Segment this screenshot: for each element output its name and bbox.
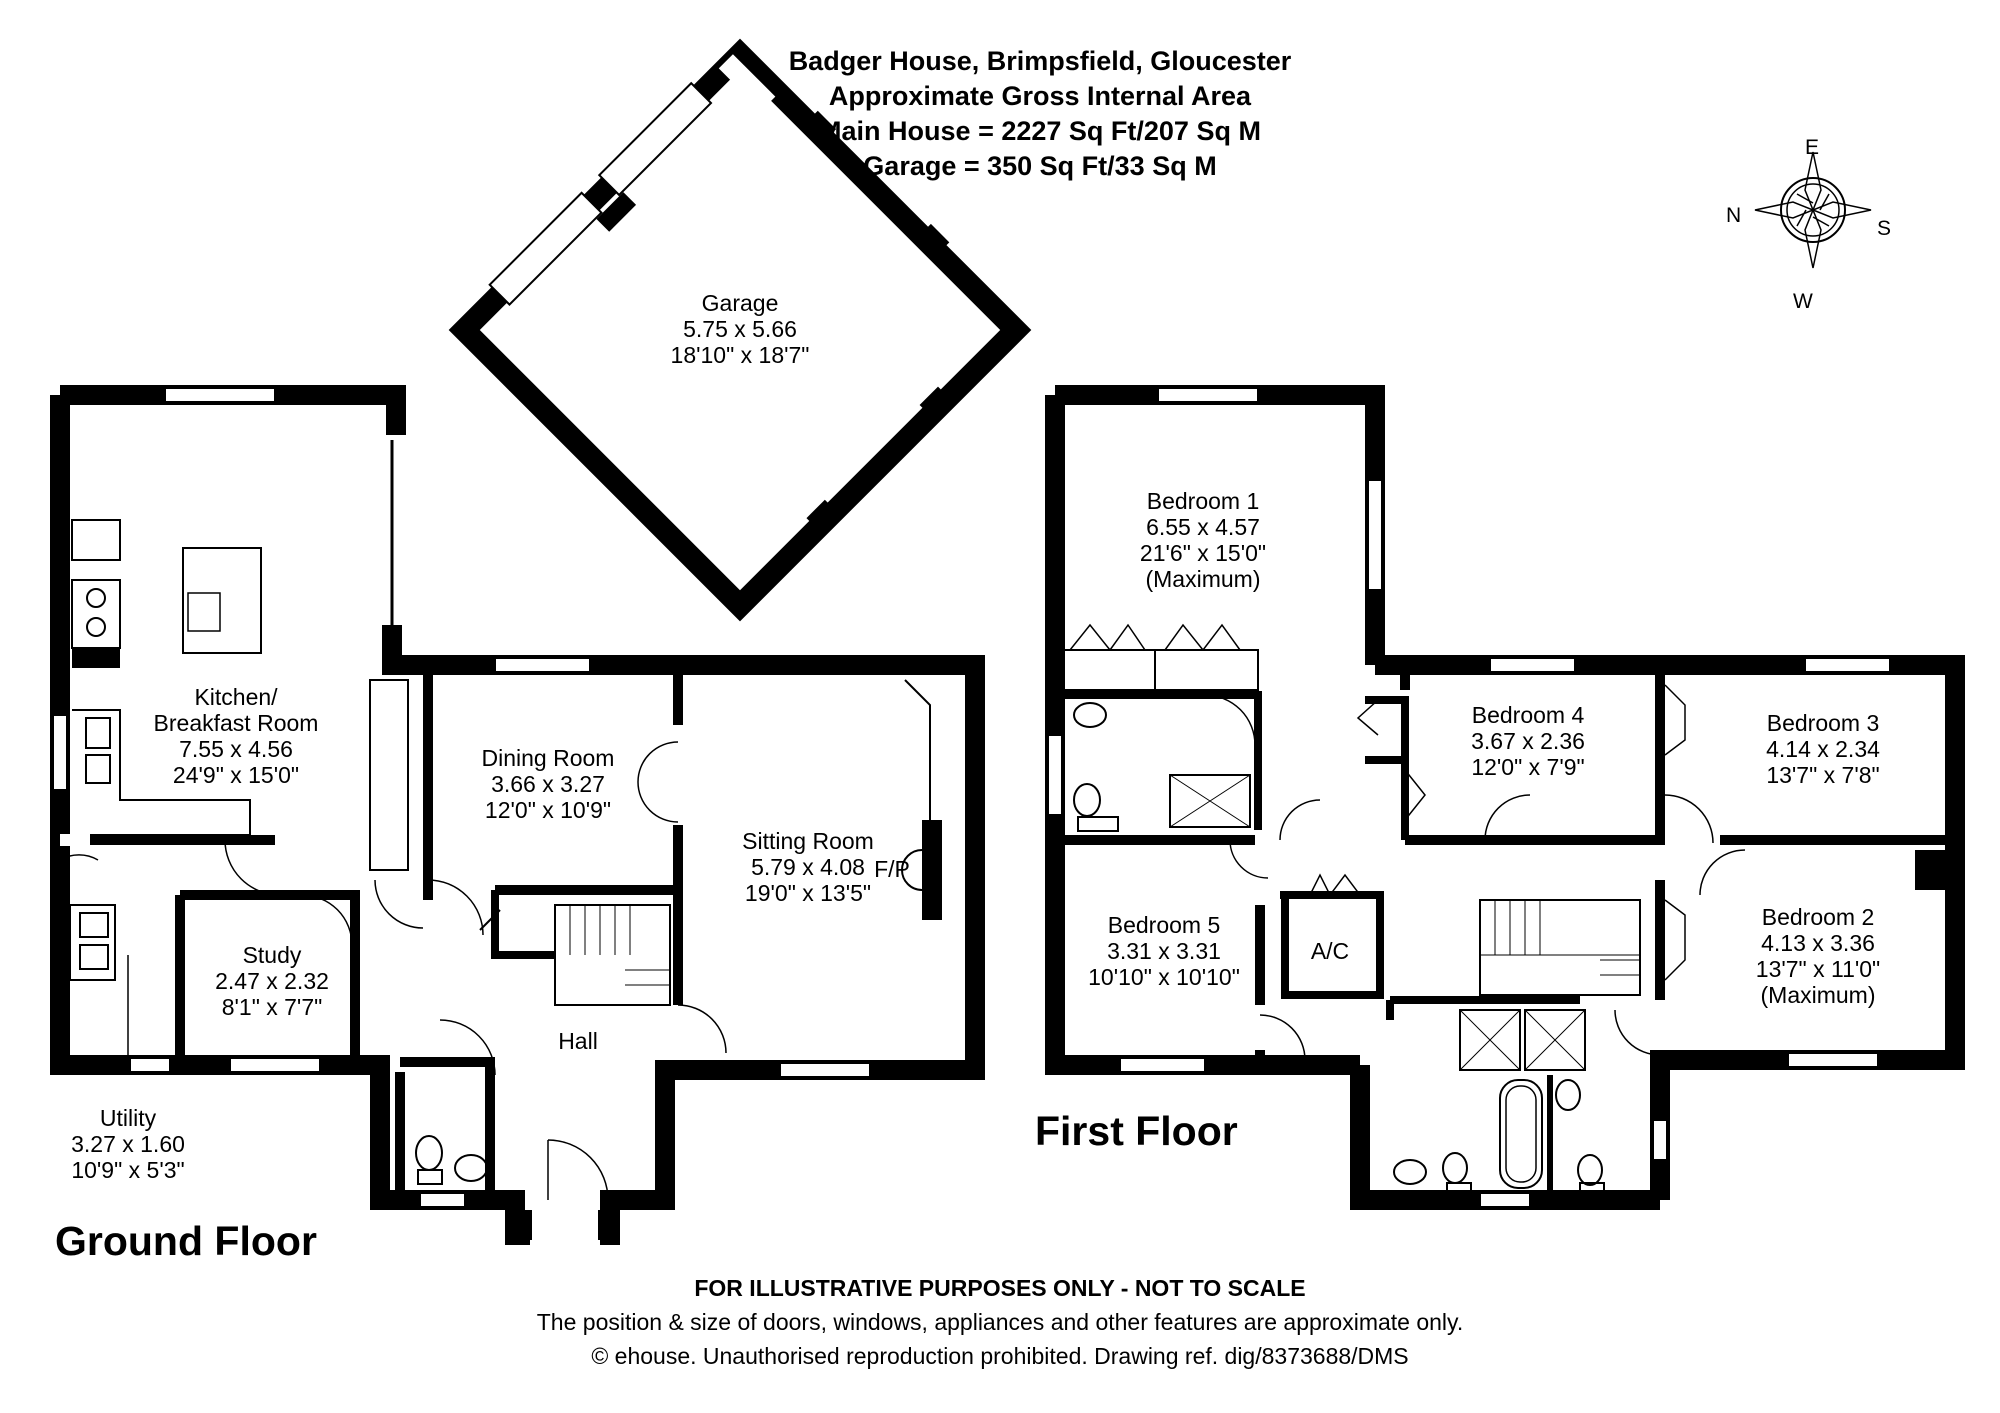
main-house-area: Main House = 2227 Sq Ft/207 Sq M	[819, 116, 1261, 146]
copyright-text: © ehouse. Unauthorised reproduction proh…	[591, 1343, 1409, 1369]
room-label-bedroom-5: Bedroom 5 3.31 x 3.31 10'10" x 10'10"	[1088, 912, 1240, 990]
room-label-bedroom-2: Bedroom 2 4.13 x 3.36 13'7" x 11'0" (Max…	[1755, 904, 1881, 1008]
room-label-bedroom-1: Bedroom 1 6.55 x 4.57 21'6" x 15'0" (Max…	[1139, 488, 1267, 592]
plan-subtitle: Approximate Gross Internal Area	[828, 81, 1252, 111]
room-label-dining: Dining Room 3.66 x 3.27 12'0" x 10'9"	[481, 745, 615, 823]
garage-area: Garage = 350 Sq Ft/33 Sq M	[863, 151, 1217, 181]
compass-icon	[1754, 151, 1872, 269]
ground-floor-title: Ground Floor	[55, 1218, 317, 1264]
room-label-hall: Hall	[558, 1028, 598, 1054]
fireplace-label: F/P	[874, 856, 910, 882]
room-label-garage: Garage 5.75 x 5.66 18'10" x 18'7"	[670, 290, 810, 368]
room-label-sitting: Sitting Room 5.79 x 4.08 19'0" x 13'5"	[742, 828, 874, 906]
disclaimer-text: FOR ILLUSTRATIVE PURPOSES ONLY - NOT TO …	[694, 1275, 1306, 1301]
compass-south-label: S	[1877, 217, 1892, 240]
room-label-utility: Utility 3.27 x 1.60 10'9" x 5'3"	[71, 1105, 185, 1183]
first-floor-title: First Floor	[1035, 1108, 1238, 1154]
room-label-bedroom-3: Bedroom 3 4.14 x 2.34 13'7" x 7'8"	[1766, 710, 1880, 788]
compass-east-label: E	[1805, 136, 1820, 159]
room-label-study: Study 2.47 x 2.32 8'1" x 7'7"	[215, 942, 329, 1020]
first-floor-plan	[1045, 385, 1965, 1210]
compass-west-label: W	[1793, 290, 1813, 313]
garage-plan	[448, 38, 1032, 622]
approximation-note: The position & size of doors, windows, a…	[536, 1309, 1464, 1335]
plan-title: Badger House, Brimpsfield, Gloucester	[788, 46, 1292, 76]
room-label-kitchen: Kitchen/ Breakfast Room 7.55 x 4.56 24'9…	[153, 684, 319, 788]
room-label-ac-cupboard: A/C	[1310, 938, 1350, 964]
compass-north-label: N	[1726, 204, 1742, 227]
room-label-bedroom-4: Bedroom 4 3.67 x 2.36 12'0" x 7'9"	[1471, 702, 1585, 780]
ground-floor-plan	[50, 385, 985, 1245]
